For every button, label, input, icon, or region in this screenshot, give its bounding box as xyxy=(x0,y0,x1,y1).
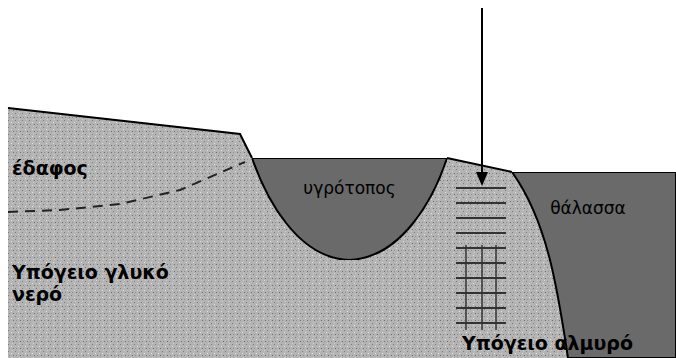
ground-surface xyxy=(447,158,512,172)
wetland-basin: υγρότοπος xyxy=(252,158,447,260)
region-label: υγρότοπος xyxy=(303,178,395,198)
measuring-ladder xyxy=(456,188,506,330)
ground xyxy=(8,108,676,358)
region-label: θάλασσα xyxy=(550,198,626,218)
arrow-head xyxy=(476,172,488,186)
ground-surface xyxy=(8,108,252,158)
sea-region: θάλασσα xyxy=(512,172,676,358)
region-shape xyxy=(252,158,447,260)
saltwater-label: Υπόγειο αλμυρό xyxy=(462,333,633,355)
soil-label: έδαφος xyxy=(12,158,88,180)
freshwater-label: Υπόγειο γλυκό νερό xyxy=(12,262,202,306)
arrow-line xyxy=(481,8,483,176)
